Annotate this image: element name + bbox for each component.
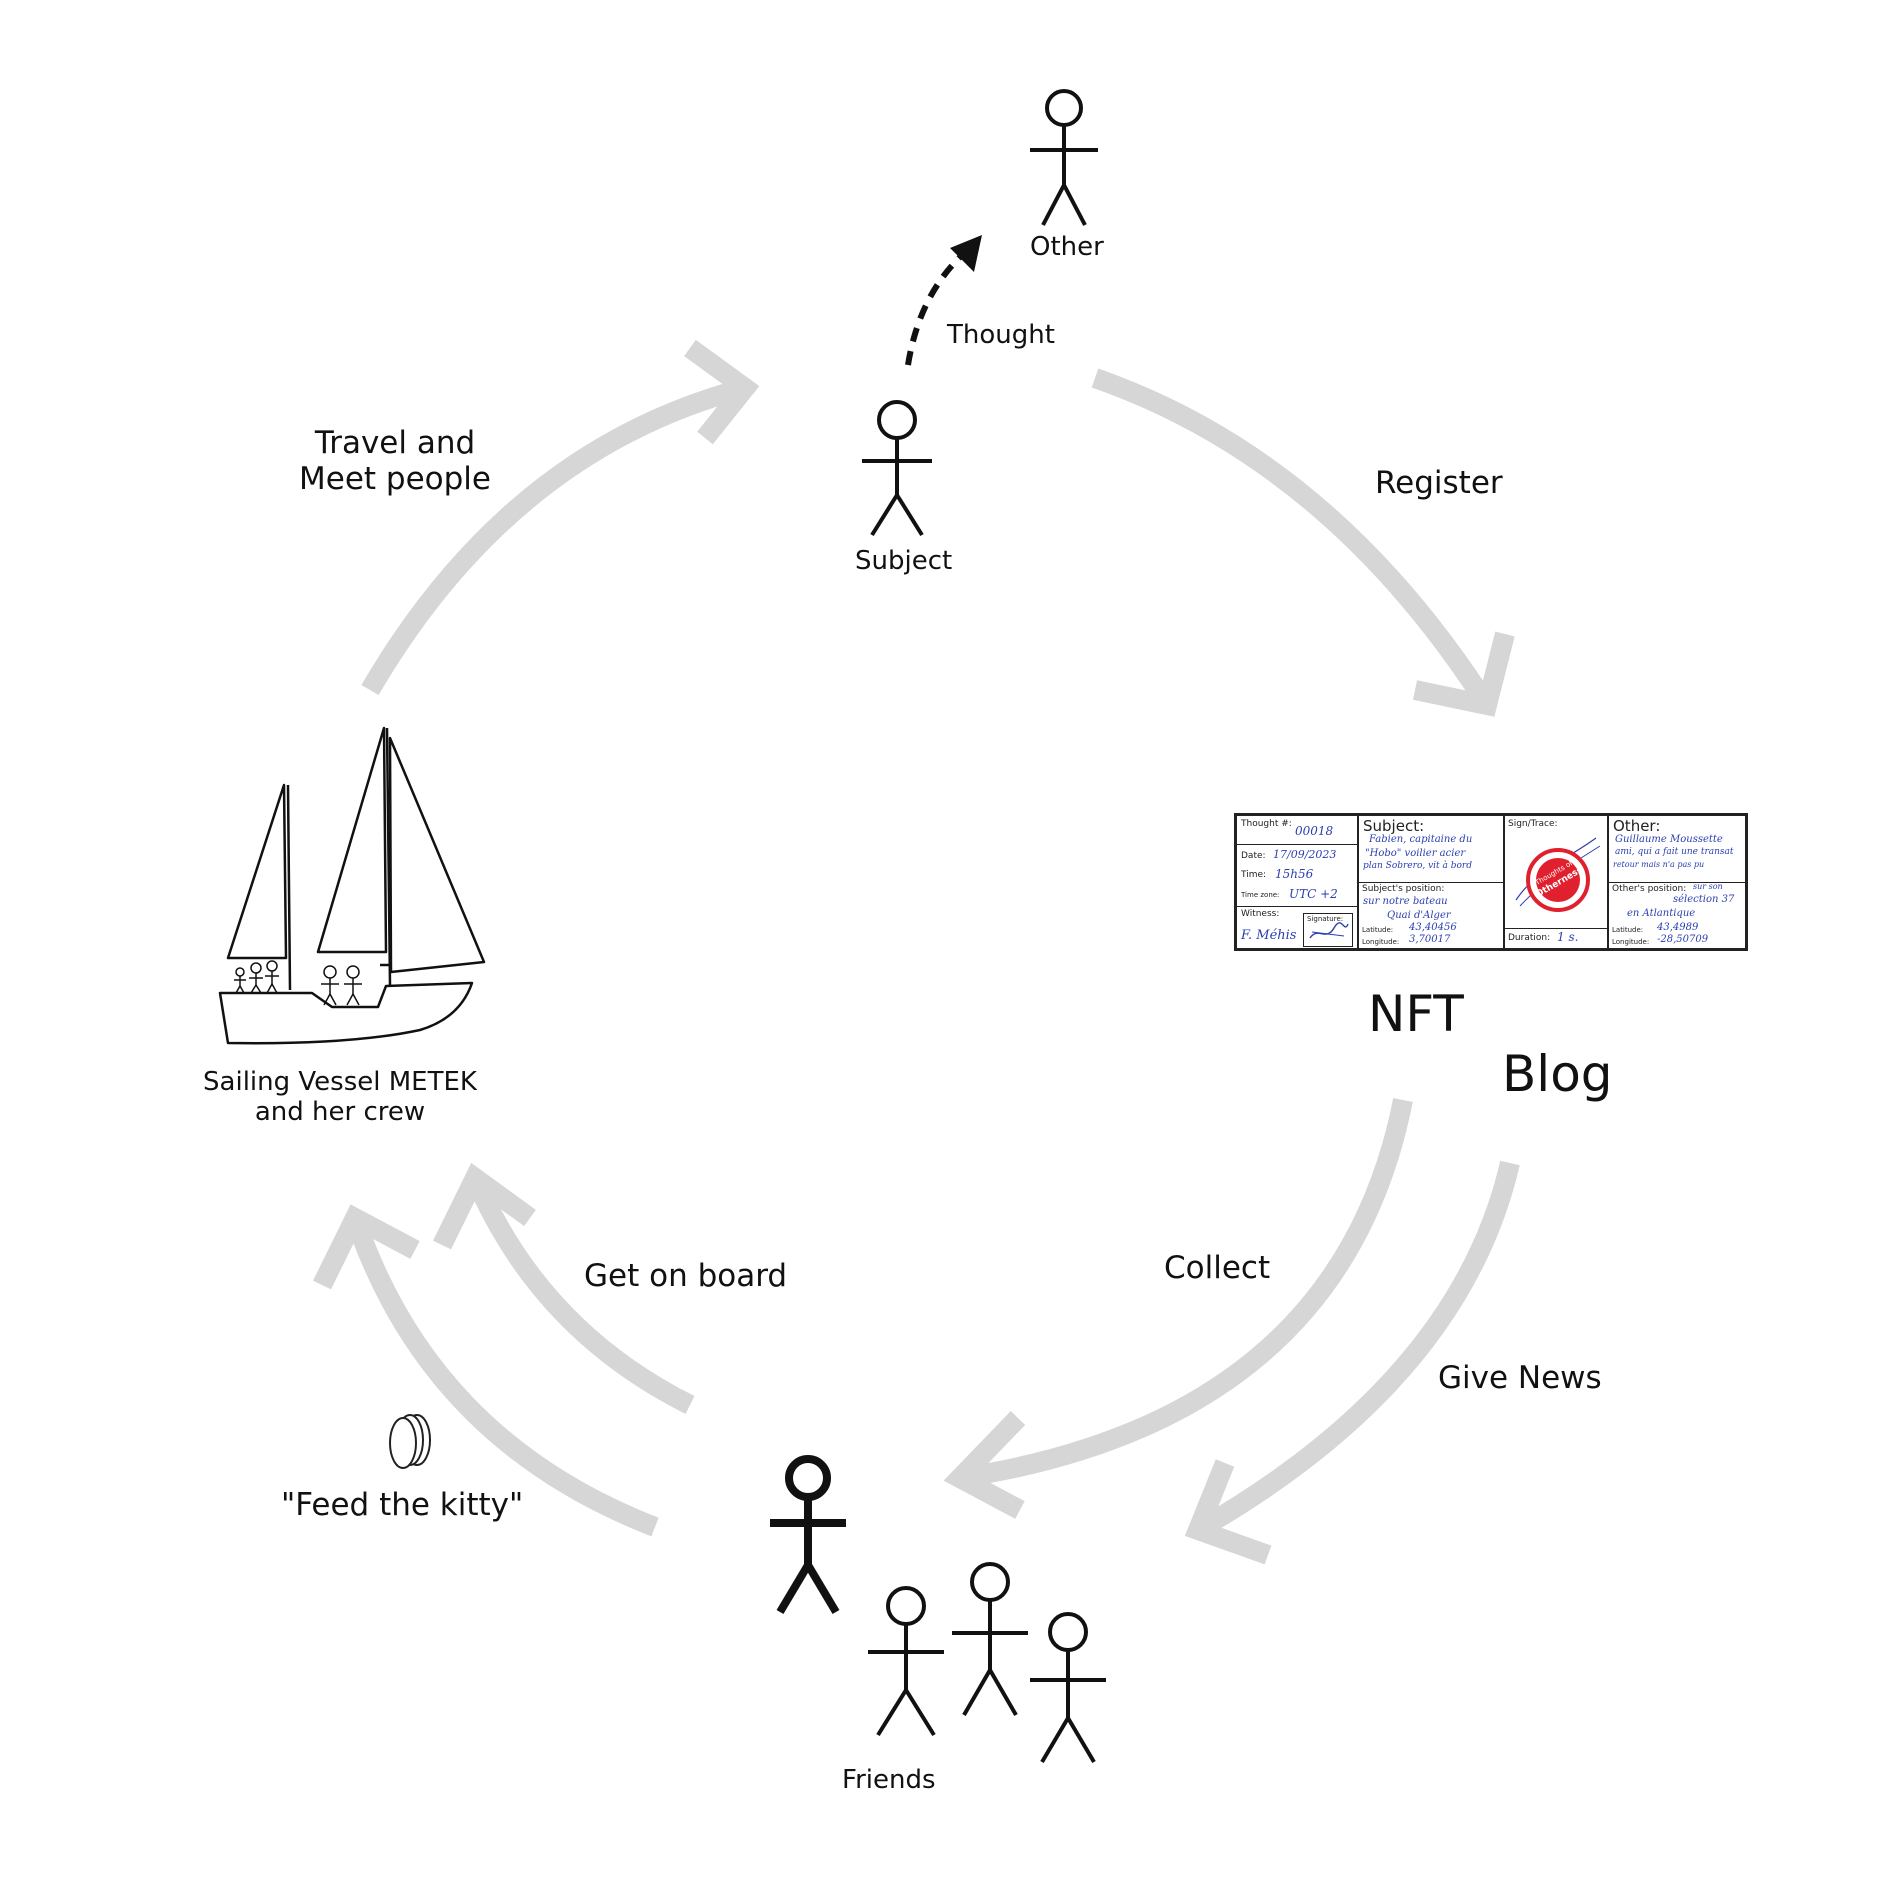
label-vessel-line2: and her crew (254, 1097, 426, 1127)
label-register: Register (1375, 465, 1503, 501)
nft-other-longitude-label: Longitude: (1612, 938, 1650, 946)
nft-sign-trace-label: Sign/Trace: (1508, 819, 1558, 829)
nft-subject-label: Subject: (1363, 817, 1425, 835)
nft-time-label: Time: (1241, 870, 1267, 880)
label-feed-kitty: "Feed the kitty" (281, 1487, 524, 1523)
label-travel: Travel and Meet people (275, 425, 515, 497)
stick-figure-icon (862, 400, 932, 537)
nft-subject-value-2: "Hobo" voilier acier (1365, 848, 1466, 859)
nft-card: Thought #: 00018 Date: 17/09/2023 Time: … (1234, 813, 1748, 951)
stick-figure-icon (1030, 1612, 1106, 1764)
nft-witness-value: F. Méhis (1241, 928, 1297, 943)
label-subject: Subject (855, 546, 953, 576)
nft-timezone-value: UTC +2 (1289, 887, 1338, 901)
label-friends: Friends (842, 1765, 936, 1795)
label-give-news: Give News (1438, 1360, 1602, 1396)
nft-subject-latitude-value: 43,40456 (1409, 922, 1457, 933)
coins-icon (389, 1414, 431, 1469)
cycle-arrow-get-on-board (433, 1162, 695, 1414)
label-thought: Thought (947, 320, 1055, 350)
label-vessel: Sailing Vessel METEK and her crew (190, 1067, 490, 1127)
label-blog: Blog (1502, 1045, 1613, 1103)
nft-other-value-2: ami, qui a fait une transat (1615, 847, 1734, 857)
nft-timezone-label: Time zone: (1241, 891, 1280, 899)
nft-other-value-1: Guillaume Moussette (1615, 834, 1723, 845)
cycle-arrow-register (1091, 368, 1515, 717)
signature-scribble-icon (1309, 922, 1349, 939)
nft-other-latitude-value: 43,4989 (1657, 922, 1699, 933)
nft-other-longitude-value: -28,50709 (1657, 934, 1709, 945)
label-travel-line2: Meet people (299, 461, 491, 497)
nft-other-label: Other: (1613, 817, 1661, 835)
nft-duration-value: 1 s. (1557, 930, 1579, 944)
nft-signature-box: Signature: (1303, 913, 1353, 947)
label-nft: NFT (1368, 985, 1464, 1043)
stick-figure-icon (1030, 89, 1098, 226)
stick-figure-icon (770, 1455, 846, 1615)
nft-subject-longitude-value: 3,70017 (1409, 934, 1451, 945)
nft-witness-label: Witness: (1241, 909, 1280, 919)
nft-subject-value-3: plan Sobrero, vit à bord (1363, 861, 1472, 871)
dashed-arrow-icon (905, 235, 982, 366)
label-other: Other (1030, 232, 1104, 262)
nft-time-value: 15h56 (1275, 867, 1314, 881)
nft-other-position-value-1: sur son (1693, 882, 1723, 891)
cycle-arrow-feed-kitty (313, 1204, 659, 1537)
stick-figure-icon (868, 1586, 944, 1737)
label-get-on-board: Get on board (584, 1258, 788, 1294)
nft-subject-longitude-label: Longitude: (1362, 938, 1400, 946)
sailboat-icon (218, 726, 486, 1045)
label-travel-line1: Travel and (314, 425, 476, 461)
label-collect: Collect (1164, 1250, 1271, 1286)
nft-col-thought: Thought #: 00018 Date: 17/09/2023 Time: … (1237, 816, 1359, 948)
nft-other-value-3: retour mais n'a pas pu (1613, 860, 1705, 869)
nft-date-label: Date: (1241, 851, 1266, 861)
nft-subject-position-value-2: Quai d'Alger (1387, 910, 1451, 921)
nft-col-sign: Sign/Trace: Thoughts of Otherness Durati… (1505, 816, 1609, 948)
nft-col-subject: Subject: Fabien, capitaine du "Hobo" voi… (1359, 816, 1505, 948)
stamp-icon: Thoughts of Otherness (1515, 837, 1601, 912)
nft-signature-label: Signature: (1307, 915, 1344, 923)
cycle-arrow-give-news (1184, 1160, 1520, 1565)
nft-col-other: Other: Guillaume Moussette ami, qui a fa… (1609, 816, 1745, 948)
nft-other-position-label: Other's position: (1612, 884, 1687, 894)
nft-subject-position-value-1: sur notre bateau (1363, 896, 1448, 907)
nft-other-latitude-label: Latitude: (1612, 926, 1644, 934)
nft-subject-latitude-label: Latitude: (1362, 926, 1394, 934)
nft-duration-label: Duration: (1508, 933, 1551, 943)
nft-date-value: 17/09/2023 (1273, 848, 1337, 861)
cycle-arrow-collect (943, 1098, 1413, 1519)
cycle-arrow-travel (361, 339, 760, 696)
nft-thought-no-value: 00018 (1295, 824, 1334, 838)
nft-subject-value-1: Fabien, capitaine du (1369, 834, 1473, 845)
nft-other-position-value-3: en Atlantique (1627, 908, 1696, 919)
nft-other-position-value-2: sélection 37 (1673, 894, 1735, 905)
nft-subject-position-label: Subject's position: (1362, 884, 1445, 894)
nft-thought-no-label: Thought #: (1241, 819, 1292, 829)
stick-figure-icon (952, 1562, 1028, 1717)
label-vessel-line1: Sailing Vessel METEK (203, 1067, 477, 1097)
